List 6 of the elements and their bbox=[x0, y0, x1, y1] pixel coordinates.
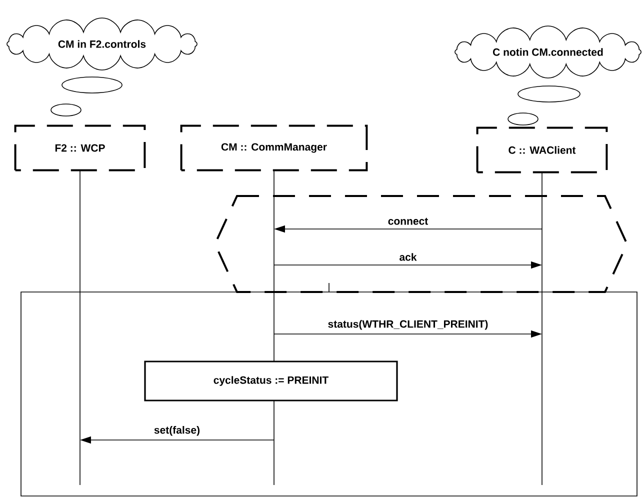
lifeline: F2 :: WCP bbox=[14, 124, 146, 486]
action-box: cycleStatus := PREINIT bbox=[144, 360, 398, 402]
message-label: ack bbox=[398, 252, 418, 262]
thought-cloud: C notin CM.connected bbox=[454, 26, 642, 78]
message-label: connect bbox=[386, 216, 430, 226]
thought-cloud: CM in F2.controls bbox=[6, 18, 198, 70]
